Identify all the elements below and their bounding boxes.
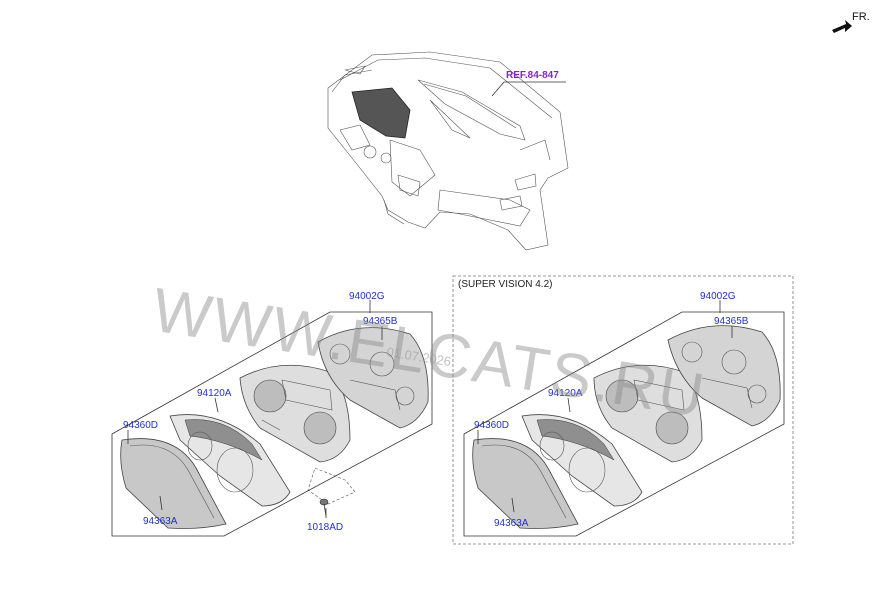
rear-cover-part (317, 327, 429, 429)
label-94363a: 94363A (143, 516, 178, 527)
front-label: FR. (852, 11, 870, 23)
left-cluster-group: 94002G 94365B 94120A 94360D 94363A 1018A… (111, 291, 433, 537)
label-94365b: 94365B (363, 316, 398, 327)
label-94360d: 94360D (474, 420, 509, 431)
label-94002g: 94002G (349, 291, 385, 302)
label-94363a: 94363A (494, 518, 529, 529)
reference-leader (491, 81, 505, 97)
reference-label: REF.84-847 (506, 70, 559, 81)
right-group-outline (463, 311, 785, 537)
super-vision-variant-group: (SUPER VISION 4.2) 94002G 94365B 94120A … (452, 275, 794, 545)
dashboard-illustration (327, 51, 569, 251)
label-94002g: 94002G (700, 291, 736, 302)
left-group-outline (111, 311, 433, 537)
label-94120a: 94120A (197, 388, 232, 399)
lens-part (120, 438, 227, 529)
front-direction-indicator: FR. (832, 11, 870, 33)
rear-cover-part (667, 325, 781, 427)
variant-note: (SUPER VISION 4.2) (458, 279, 552, 290)
label-94365b: 94365B (714, 316, 749, 327)
arrow-icon (832, 20, 852, 33)
lens-part (472, 438, 579, 529)
cluster-location-highlight (351, 87, 411, 139)
variant-box (452, 275, 794, 545)
screw-part (307, 467, 356, 517)
label-94360d: 94360D (123, 420, 158, 431)
label-94120a: 94120A (548, 388, 583, 399)
label-1018ad: 1018AD (307, 522, 343, 533)
